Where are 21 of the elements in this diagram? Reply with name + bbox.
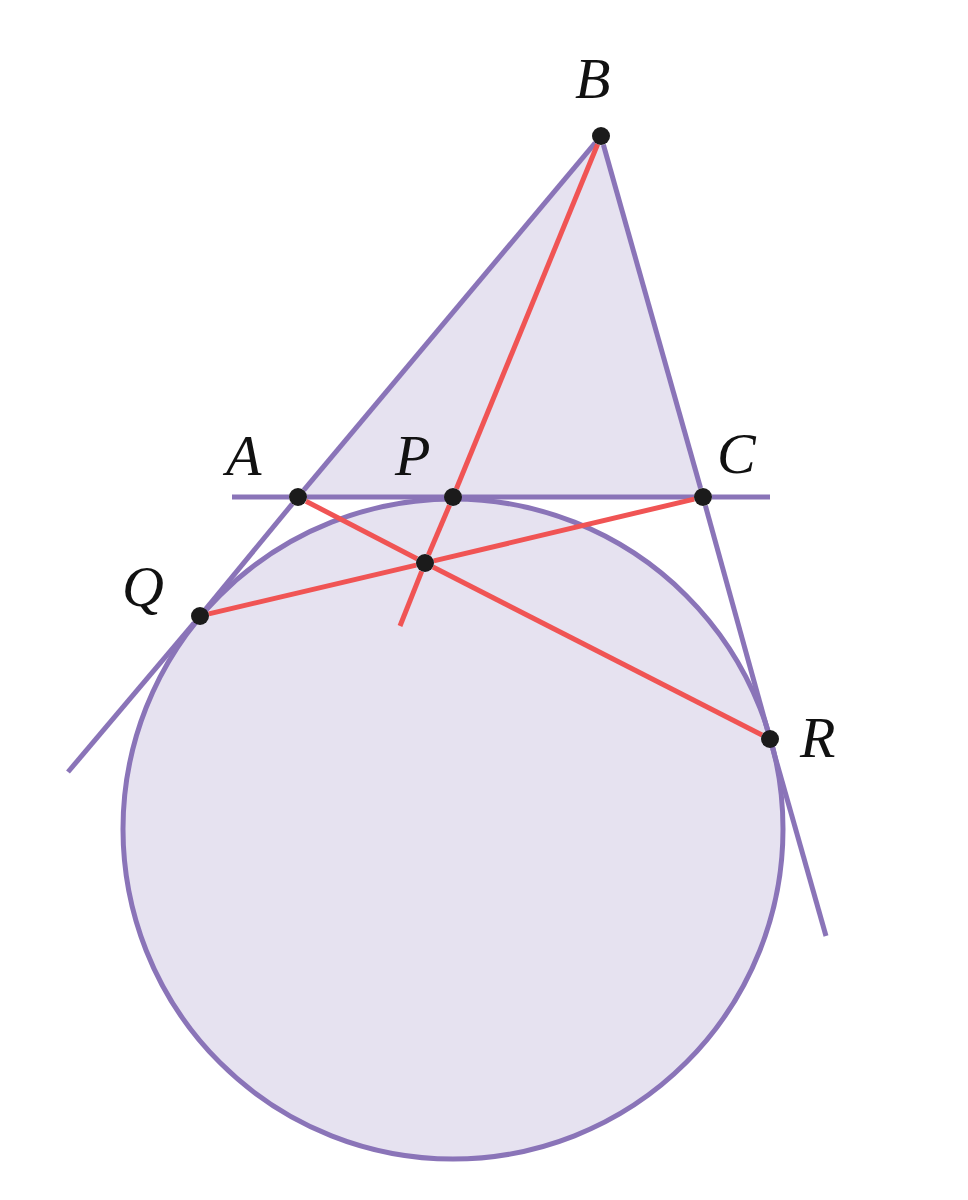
line-segment xyxy=(307,494,444,500)
line-segment xyxy=(770,747,829,937)
line-segment xyxy=(304,499,419,561)
line-segment xyxy=(462,494,694,500)
line-segment xyxy=(203,502,295,611)
line-segment xyxy=(301,141,598,492)
line-segment xyxy=(208,562,417,617)
line-segment xyxy=(232,494,289,500)
point-label: R xyxy=(800,709,836,767)
point-label: Q xyxy=(122,558,164,616)
line-segment xyxy=(454,143,600,490)
line-segment xyxy=(397,570,425,627)
line-segment xyxy=(601,144,703,489)
line-segment xyxy=(426,504,452,556)
point-label: P xyxy=(395,427,431,485)
line-segment xyxy=(712,494,770,500)
point-label: C xyxy=(717,425,756,483)
line-segment xyxy=(703,505,770,731)
line-segment xyxy=(433,496,695,564)
point-label: B xyxy=(575,50,611,108)
line-segment xyxy=(431,564,764,738)
